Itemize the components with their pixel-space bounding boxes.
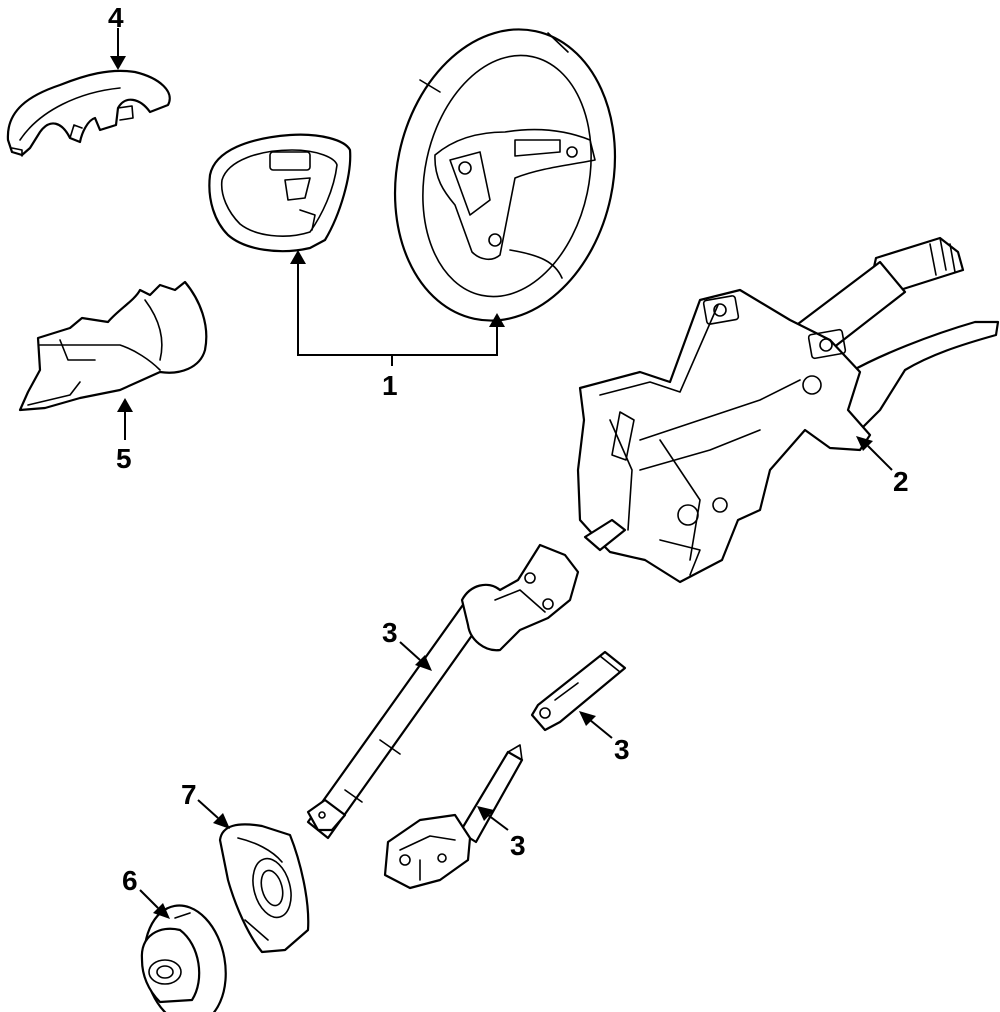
airbag-module bbox=[208, 133, 352, 253]
lower-shaft-joint bbox=[383, 744, 524, 890]
intermediate-shaft bbox=[306, 543, 580, 840]
callout-5: 5 bbox=[116, 443, 132, 474]
callout-4: 4 bbox=[108, 2, 124, 33]
callout-3-intermediate-shaft: 3 bbox=[382, 617, 398, 648]
leader-lines bbox=[110, 28, 893, 919]
steering-wheel bbox=[393, 28, 617, 322]
clock-spring-housing bbox=[218, 823, 310, 954]
lower-column-cover bbox=[18, 280, 208, 412]
callout-1: 1 bbox=[382, 370, 398, 401]
callout-3-shaft-piece: 3 bbox=[614, 734, 630, 765]
callout-3-lower-shaft: 3 bbox=[510, 830, 526, 861]
callout-6: 6 bbox=[122, 865, 138, 896]
shaft-piece bbox=[530, 650, 627, 732]
callout-7: 7 bbox=[181, 779, 197, 810]
upper-column-cover bbox=[6, 69, 171, 157]
callout-2: 2 bbox=[893, 466, 909, 497]
steering-column-assembly bbox=[576, 236, 1000, 584]
ignition-bezel bbox=[140, 904, 227, 1012]
